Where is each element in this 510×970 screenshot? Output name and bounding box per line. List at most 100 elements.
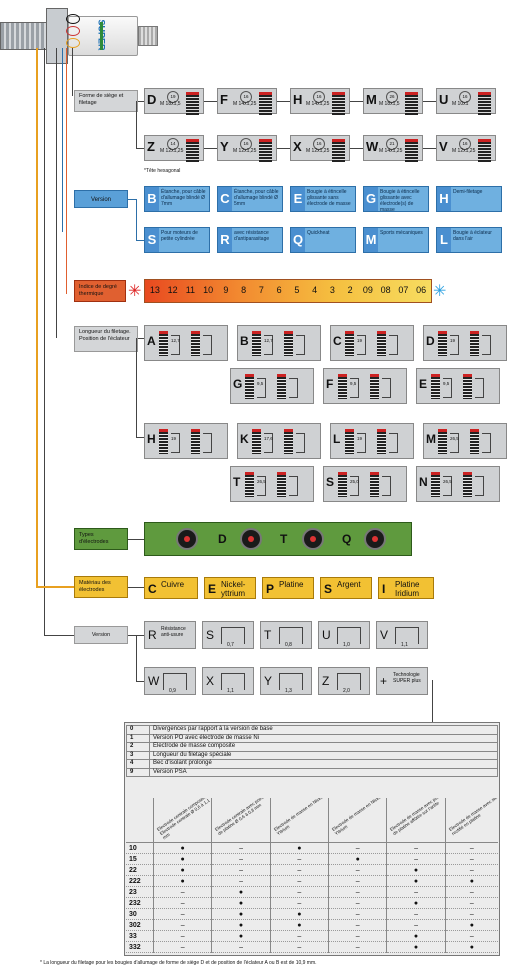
version-text: avec résistance d'antiparasitage [234, 230, 270, 242]
grid-cell: – [152, 886, 212, 898]
grid-cell: ● [152, 853, 212, 865]
grid-row: 22●–––●– [126, 864, 498, 876]
version-text: Pour moteurs de petite cylindrée [161, 230, 198, 242]
grid-cell: ● [211, 930, 271, 942]
material-name: Nickel-yttrium [221, 580, 246, 598]
gap-drawing-icon [337, 627, 361, 644]
version-text: Bougie à étincelle glissante avec électr… [380, 189, 420, 213]
material-name: Platine Iridium [395, 580, 420, 598]
grid-header-text: Electrode centrale composite, Electrode … [156, 798, 211, 841]
code-description: Version PO avec électrode de masse Ni [149, 733, 498, 743]
plug-section-icon [431, 470, 453, 498]
grid-cell: – [444, 864, 498, 876]
grid-row: 30–●●––– [126, 908, 498, 920]
grid-cell: – [211, 864, 271, 876]
grid-row-key: 232 [126, 897, 154, 909]
version2-gap: 1,1 [227, 688, 234, 694]
material-letter: I [382, 582, 386, 596]
grid-cell: – [328, 897, 387, 909]
plug-icon [332, 92, 345, 115]
plug-icon [478, 139, 491, 162]
version-text: Bougie à étincelle glissante sans électr… [307, 189, 351, 207]
grid-cell: ● [386, 864, 446, 876]
length-dimension: 12,7 [264, 338, 273, 343]
grid-cell: ● [269, 842, 329, 854]
length-dimension: 19 [357, 338, 363, 343]
plug-section-icon [252, 427, 274, 455]
grid-cell: – [269, 897, 329, 909]
electrode-letter: D [218, 532, 227, 546]
length-letter: A [147, 334, 156, 348]
length-dimension: 26,5 [443, 479, 452, 484]
length-dimension: 25,0 [350, 479, 359, 484]
code-key: 0 [126, 725, 150, 735]
plug-icon [478, 92, 491, 115]
plug-section-icon [159, 329, 181, 357]
version2-gap: 1,1 [401, 642, 408, 648]
code-key: 1 [126, 733, 150, 743]
version2-letter: V [380, 628, 389, 642]
length-dimension: 26,5 [257, 479, 266, 484]
grid-row: 222●–––●● [126, 875, 498, 887]
version-letter: B [145, 187, 159, 211]
code-description: Version PSA [149, 767, 498, 777]
grid-cell: – [386, 908, 446, 920]
length-letter: B [240, 334, 249, 348]
grid-row-key: 222 [126, 875, 154, 887]
material-name: Platine [279, 580, 304, 589]
plug-section-icon [438, 329, 460, 357]
grid-row-key: 33 [126, 930, 154, 942]
plug-icon [259, 92, 272, 115]
version2-gap: 1,3 [285, 688, 292, 694]
code-oval-1 [66, 14, 80, 24]
code-description: Longueur du filetage spéciale [149, 750, 498, 760]
grid-header: Electrode de masse en Nickel-Yttrium [328, 798, 387, 843]
version2-gap: 1,0 [343, 642, 350, 648]
plug-section-icon [470, 329, 492, 357]
seat-size-circle: 16 [459, 138, 471, 150]
code-key: 4 [126, 759, 150, 769]
plug-section-icon [245, 470, 267, 498]
version2-letter: X [206, 674, 215, 688]
seat-size-circle: 16 [240, 91, 252, 103]
heat-value: 07 [398, 285, 409, 295]
grid-header: Electrode centrale avec pointe de platin… [211, 798, 271, 843]
version-letter: E [291, 187, 305, 211]
seat-size-circle: 16 [313, 91, 325, 103]
version-letter: H [437, 187, 451, 211]
plug-section-icon [470, 427, 492, 455]
seat-size-circle: 21 [386, 138, 398, 150]
plug-section-icon [284, 329, 306, 357]
grid-cell: – [269, 864, 329, 876]
electrodes-section-label: Types d'électrodes [74, 528, 128, 550]
grid-row-key: 302 [126, 919, 154, 931]
plug-icon [186, 92, 199, 115]
seat-size-circle: 16 [240, 138, 252, 150]
version-text: Étanche, pour câble d'allumage blindé Ø … [161, 189, 206, 207]
seat-thread: M 12x1,25 [160, 148, 184, 154]
grid-row: 15●––●–– [126, 853, 498, 865]
grid-row: 33–●––●– [126, 930, 498, 942]
code-oval-2 [66, 26, 80, 36]
length-letter: M [426, 432, 436, 446]
grid-cell: – [152, 908, 212, 920]
seat-thread: M 14x1,25 [379, 148, 403, 154]
plug-section-icon [377, 427, 399, 455]
